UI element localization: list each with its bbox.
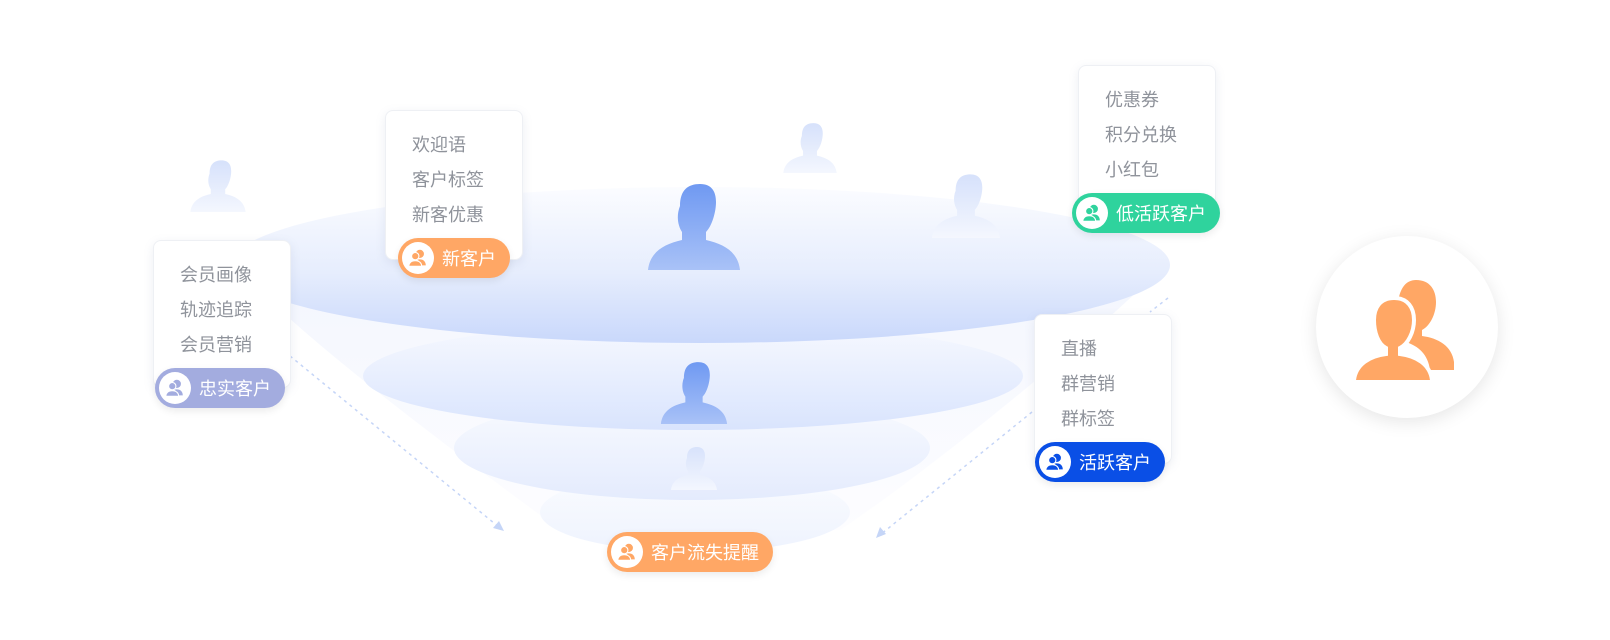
- tag-active-customer[interactable]: 活跃客户: [1035, 442, 1165, 482]
- feature-item: 客户标签: [412, 170, 484, 191]
- tag-label: 新客户: [442, 249, 496, 270]
- tag-churn-alert[interactable]: 客户流失提醒: [607, 532, 773, 572]
- feature-item: 群营销: [1061, 374, 1115, 395]
- user-group-icon: [611, 536, 643, 568]
- feature-item: 会员营销: [180, 335, 252, 356]
- arrow-head-icon: [493, 521, 504, 531]
- user-group-icon: [1352, 280, 1454, 382]
- tag-label: 客户流失提醒: [651, 543, 759, 564]
- connector-line: [1149, 297, 1169, 313]
- card-active-customer: 直播 群营销 群标签: [1034, 314, 1172, 464]
- user-group-icon: [402, 242, 434, 274]
- tag-new-customer[interactable]: 新客户: [398, 238, 510, 278]
- connector-line: [289, 355, 501, 529]
- feature-item: 小红包: [1105, 160, 1159, 181]
- user-silhouette-icon: [190, 160, 246, 212]
- feature-item: 轨迹追踪: [180, 300, 252, 321]
- user-silhouette-icon: [783, 123, 837, 173]
- feature-item: 优惠券: [1105, 90, 1159, 111]
- feature-item: 群标签: [1061, 409, 1115, 430]
- arrow-head-icon: [876, 527, 886, 538]
- card-loyal-customer: 会员画像 轨迹追踪 会员营销: [153, 240, 291, 388]
- feature-item: 会员画像: [180, 265, 252, 286]
- customer-group-avatar: [1316, 236, 1498, 418]
- feature-item: 欢迎语: [412, 135, 466, 156]
- user-group-icon: [159, 372, 191, 404]
- card-new-customer: 欢迎语 客户标签 新客优惠: [385, 110, 523, 260]
- tag-low-active-customer[interactable]: 低活跃客户: [1072, 193, 1220, 233]
- feature-item: 积分兑换: [1105, 125, 1177, 146]
- connector-line: [879, 411, 1033, 536]
- feature-item: 新客优惠: [412, 205, 484, 226]
- user-group-icon: [1039, 446, 1071, 478]
- user-group-icon: [1076, 197, 1108, 229]
- tag-label: 低活跃客户: [1116, 204, 1206, 225]
- feature-item: 直播: [1061, 339, 1097, 360]
- card-low-active-customer: 优惠券 积分兑换 小红包: [1078, 65, 1216, 217]
- tag-label: 忠实客户: [199, 379, 271, 400]
- tag-label: 活跃客户: [1079, 453, 1151, 474]
- tag-loyal-customer[interactable]: 忠实客户: [155, 368, 285, 408]
